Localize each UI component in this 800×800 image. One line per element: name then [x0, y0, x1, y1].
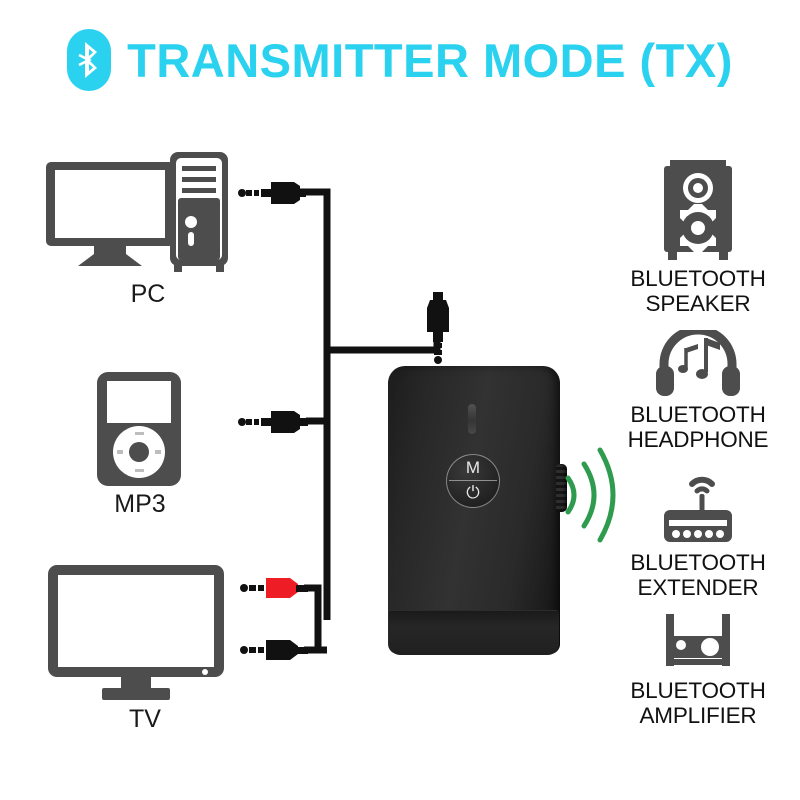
- mp3-player-icon: [97, 372, 181, 486]
- aux-plug-pc: [238, 182, 306, 204]
- bluetooth-speaker-icon: [664, 160, 732, 260]
- volume-side-button[interactable]: [556, 464, 567, 512]
- led-indicator: [468, 404, 476, 434]
- source-device-tv: TV: [45, 562, 245, 733]
- page-title-text: TRANSMITTER MODE (TX): [127, 33, 733, 87]
- mode-button-label: M: [465, 458, 481, 477]
- bluetooth-amplifier-icon: [666, 614, 730, 666]
- target-bluetooth-extender: BLUETOOTH EXTENDER: [598, 470, 798, 600]
- mode-power-button[interactable]: M ⏻: [446, 454, 500, 508]
- rca-plug-black: [240, 640, 308, 660]
- bluetooth-transmitter-device[interactable]: M ⏻: [388, 366, 567, 655]
- aux-plug-device-input: [427, 292, 449, 364]
- target-bluetooth-amplifier: BLUETOOTH AMPLIFIER: [598, 612, 798, 728]
- power-icon: ⏻: [466, 483, 480, 503]
- source-label-pc: PC: [130, 280, 166, 308]
- target-bluetooth-headphone: BLUETOOTH HEADPHONE: [598, 330, 798, 452]
- source-label-tv: TV: [129, 705, 161, 733]
- target-label-speaker: BLUETOOTH SPEAKER: [630, 266, 766, 316]
- device-base: [389, 610, 559, 655]
- bluetooth-icon: [67, 29, 112, 91]
- source-device-pc: PC: [38, 148, 258, 318]
- target-bluetooth-speaker: BLUETOOTH SPEAKER: [598, 160, 798, 316]
- aux-plug-mp3: [238, 411, 308, 433]
- source-device-mp3: MP3: [95, 370, 205, 520]
- target-label-extender: BLUETOOTH EXTENDER: [630, 550, 766, 600]
- device-body: [388, 366, 560, 654]
- television-icon: [48, 565, 224, 700]
- page-title: TRANSMITTER MODE (TX): [0, 22, 800, 98]
- bluetooth-headphone-icon: [656, 330, 740, 396]
- bluetooth-extender-icon: [664, 476, 732, 542]
- target-label-amplifier: BLUETOOTH AMPLIFIER: [630, 678, 766, 728]
- target-label-headphone: BLUETOOTH HEADPHONE: [627, 402, 769, 452]
- rca-plug-red: [240, 578, 308, 598]
- button-divider: [449, 479, 497, 481]
- source-label-mp3: MP3: [114, 490, 166, 518]
- desktop-computer-icon: [46, 152, 228, 272]
- bluetooth-signal-waves: [565, 447, 616, 543]
